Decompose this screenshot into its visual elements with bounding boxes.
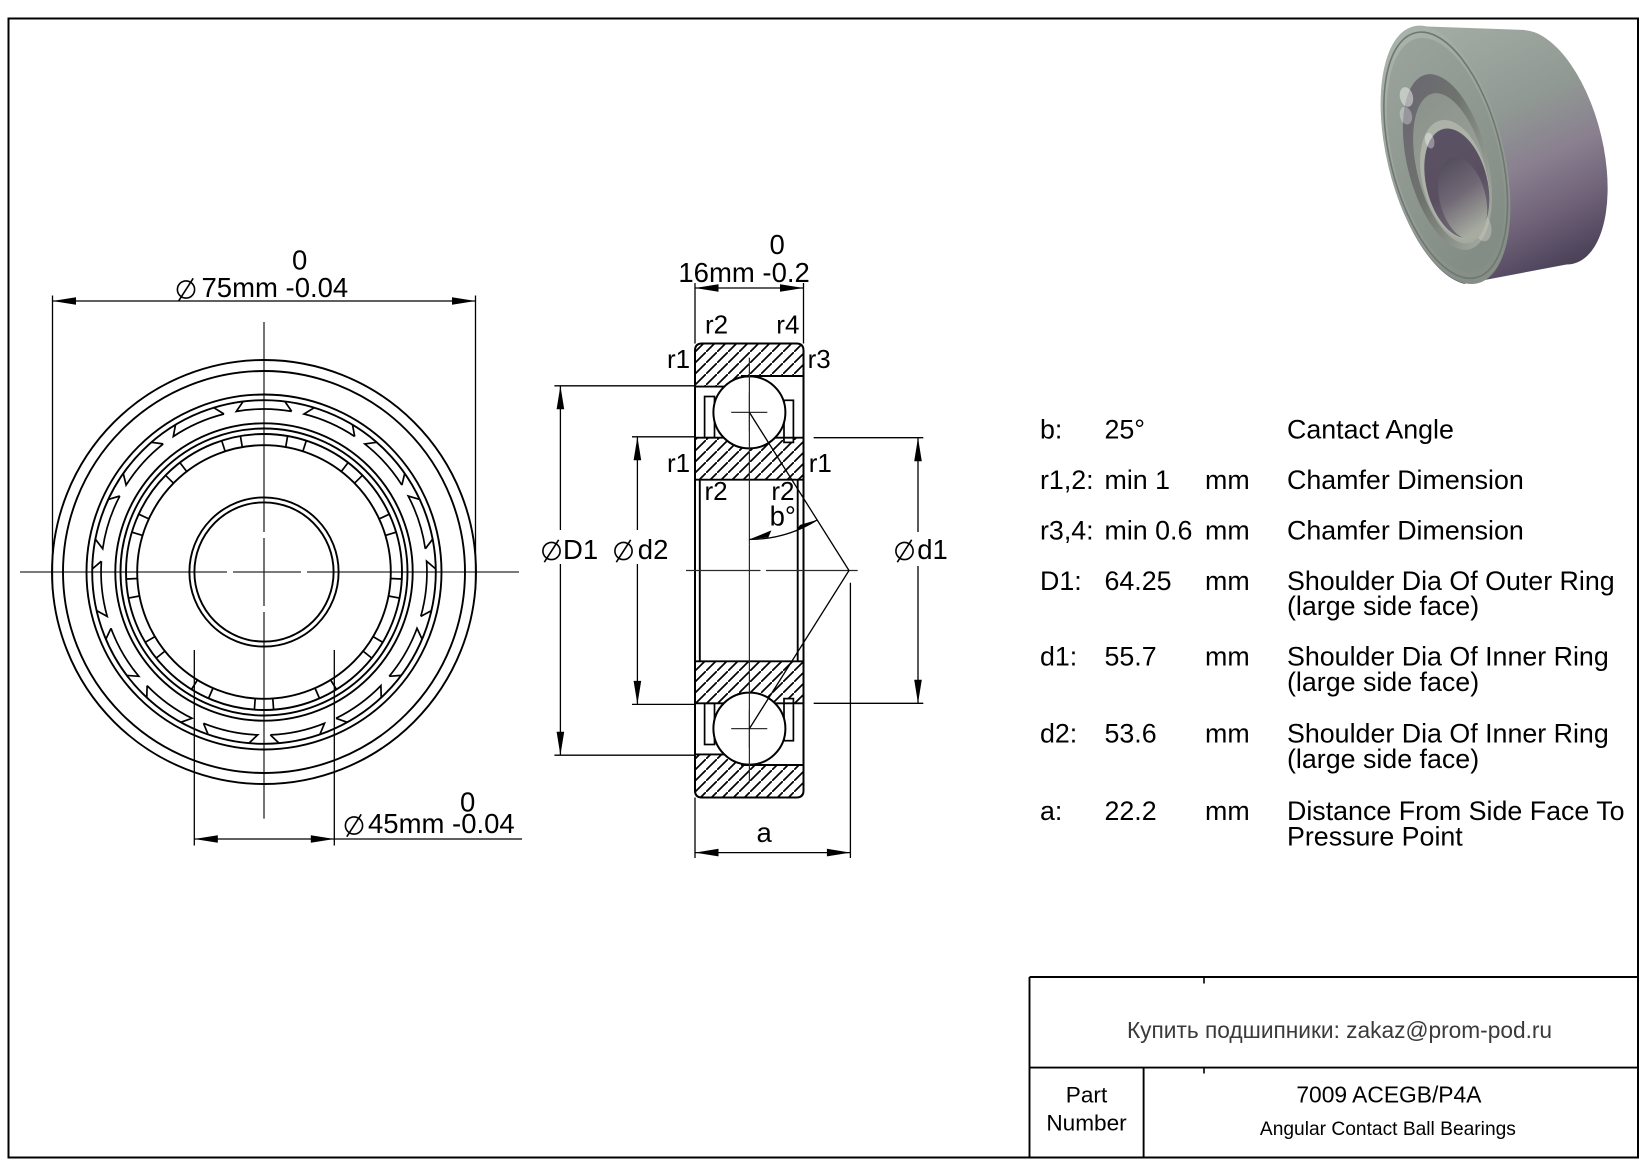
svg-text:Chamfer Dimension: Chamfer Dimension (1287, 515, 1524, 545)
svg-text:(large side face): (large side face) (1287, 591, 1479, 621)
svg-text:a: a (757, 817, 773, 848)
svg-text:Купить подшипники: zakaz@prom-: Купить подшипники: zakaz@prom-pod.ru (1127, 1017, 1552, 1043)
svg-text:r3: r3 (808, 344, 831, 374)
svg-text:22.2: 22.2 (1105, 796, 1157, 826)
svg-text:r2: r2 (771, 476, 794, 506)
svg-text:Cantact Angle: Cantact Angle (1287, 414, 1454, 444)
svg-text:(large side face): (large side face) (1287, 744, 1479, 774)
svg-text:Chamfer Dimension: Chamfer Dimension (1287, 465, 1524, 495)
svg-text:16mm -0.2: 16mm -0.2 (678, 257, 809, 288)
svg-text:a:: a: (1040, 796, 1062, 826)
svg-text:55.7: 55.7 (1105, 642, 1157, 672)
svg-text:mm: mm (1205, 796, 1250, 826)
svg-text:Distance From Side Face To: Distance From Side Face To (1287, 796, 1625, 826)
svg-text:r2: r2 (705, 310, 728, 340)
svg-text:mm: mm (1205, 642, 1250, 672)
svg-text:0: 0 (460, 786, 475, 817)
svg-text:D1: D1 (563, 534, 598, 565)
svg-text:min 1: min 1 (1105, 465, 1171, 495)
svg-text:mm: mm (1205, 515, 1250, 545)
svg-text:45mm -0.04: 45mm -0.04 (368, 808, 515, 839)
svg-text:25°: 25° (1105, 414, 1146, 444)
svg-text:r3,4:: r3,4: (1040, 515, 1094, 545)
svg-text:d1:: d1: (1040, 642, 1077, 672)
svg-text:0: 0 (292, 245, 307, 276)
svg-text:Number: Number (1046, 1110, 1127, 1135)
svg-text:r1: r1 (667, 448, 690, 478)
svg-text:r1,2:: r1,2: (1040, 465, 1094, 495)
svg-text:r1: r1 (667, 344, 690, 374)
svg-text:53.6: 53.6 (1105, 719, 1157, 749)
svg-text:r1: r1 (809, 448, 832, 478)
svg-text:r4: r4 (776, 310, 799, 340)
svg-text:d1: d1 (917, 534, 948, 565)
svg-text:b°: b° (770, 500, 796, 531)
svg-text:min 0.6: min 0.6 (1105, 515, 1193, 545)
svg-text:mm: mm (1205, 465, 1250, 495)
svg-text:Pressure Point: Pressure Point (1287, 821, 1463, 851)
svg-text:d2:: d2: (1040, 719, 1077, 749)
svg-text:75mm -0.04: 75mm -0.04 (202, 272, 349, 303)
svg-text:mm: mm (1205, 719, 1250, 749)
svg-text:Part: Part (1066, 1083, 1108, 1108)
svg-text:7009 ACEGB/P4A: 7009 ACEGB/P4A (1296, 1082, 1482, 1108)
svg-text:(large side face): (large side face) (1287, 667, 1479, 697)
svg-text:mm: mm (1205, 566, 1250, 596)
svg-text:64.25: 64.25 (1105, 566, 1172, 596)
svg-text:Shoulder Dia Of Outer Ring: Shoulder Dia Of Outer Ring (1287, 566, 1615, 596)
svg-text:r2: r2 (705, 476, 728, 506)
svg-text:d2: d2 (638, 534, 669, 565)
svg-text:Shoulder Dia Of Inner Ring: Shoulder Dia Of Inner Ring (1287, 719, 1609, 749)
svg-text:b:: b: (1040, 414, 1062, 444)
svg-text:Angular Contact Ball Bearings: Angular Contact Ball Bearings (1260, 1119, 1516, 1140)
svg-text:D1:: D1: (1040, 566, 1082, 596)
svg-text:0: 0 (770, 229, 785, 260)
svg-text:Shoulder Dia Of Inner Ring: Shoulder Dia Of Inner Ring (1287, 642, 1609, 672)
